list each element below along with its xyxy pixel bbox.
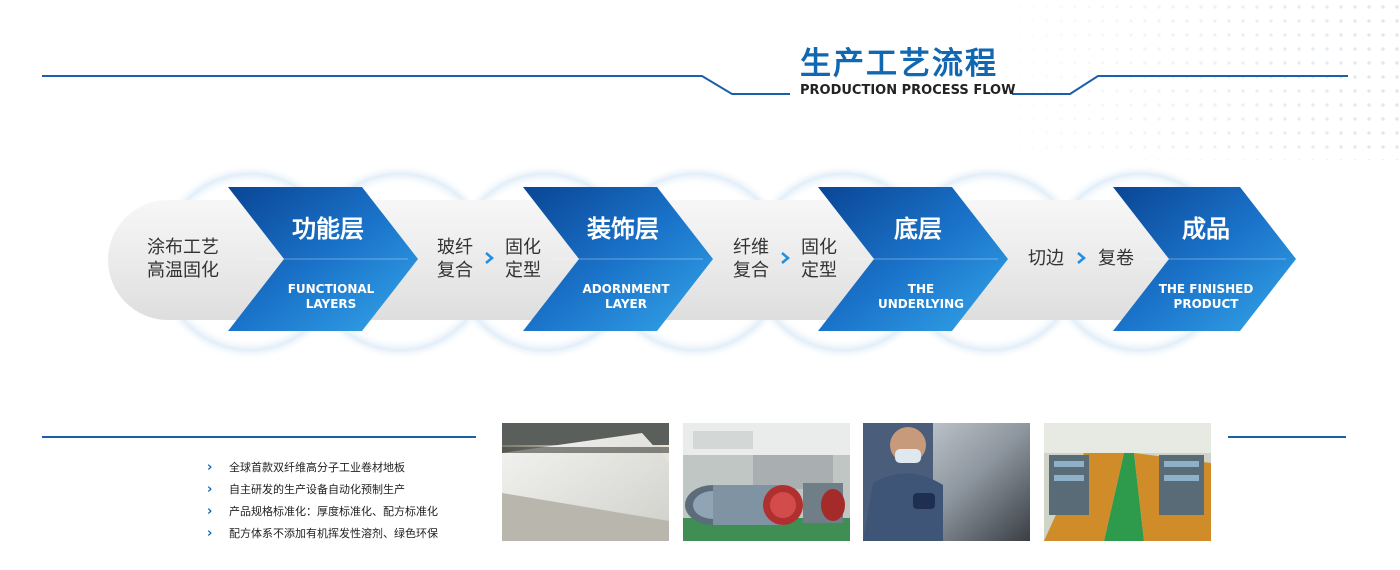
feature-list: ›全球首款双纤维高分子工业卷材地板 ›自主研发的生产设备自动化预制生产 ›产品规… (207, 460, 438, 548)
step-title: 装饰层 (587, 215, 659, 243)
arrow-finished-product (1113, 187, 1296, 331)
page-subtitle: PRODUCTION PROCESS FLOW (800, 83, 1016, 98)
chevron-right-icon (781, 252, 790, 264)
photo-warehouse-rolls (1044, 423, 1211, 541)
step-subtitle: THE UNDERLYING (877, 282, 964, 311)
gap-label: 切边 (1028, 248, 1064, 269)
photo-worker-inspection (863, 423, 1030, 541)
chevron-right-icon (485, 252, 494, 264)
list-item: ›全球首款双纤维高分子工业卷材地板 (207, 460, 405, 475)
header-rule-right (1012, 75, 1348, 95)
photo-fabric-roll (502, 423, 669, 541)
step-subtitle: FUNCTIONAL LAYERS (287, 282, 375, 311)
step-title: 功能层 (292, 215, 364, 243)
gap-label: 纤维 复合 (733, 237, 769, 281)
start-process-label: 涂布工艺 高温固化 (147, 237, 219, 281)
gap-label: 玻纤 复合 (437, 237, 473, 281)
photo-factory-rollers (683, 423, 850, 541)
chevron-right-icon: › (207, 482, 213, 497)
arrow-functional-layers (228, 187, 418, 331)
step-subtitle: ADORNMENT LAYER (582, 282, 670, 311)
arrow-adornment-layer (523, 187, 713, 331)
list-item: ›自主研发的生产设备自动化预制生产 (207, 482, 405, 497)
list-item: ›产品规格标准化：厚度标准化、配方标准化 (207, 504, 438, 519)
chevron-right-icon (1077, 252, 1086, 264)
chevron-right-icon: › (207, 504, 213, 519)
gap-label: 复卷 (1098, 248, 1134, 269)
gap-label: 固化 定型 (505, 237, 541, 281)
header-rule-left (42, 75, 790, 95)
arrow-underlying (818, 187, 1008, 331)
dot-pattern (970, 0, 1400, 160)
page-title: 生产工艺流程 (800, 46, 998, 82)
chevron-right-icon: › (207, 460, 213, 475)
step-title: 底层 (894, 215, 942, 243)
step-title: 成品 (1182, 215, 1230, 243)
gap-label: 固化 定型 (801, 237, 837, 281)
chevron-right-icon: › (207, 526, 213, 541)
step-subtitle: THE FINISHED PRODUCT (1158, 282, 1254, 311)
list-item: ›配方体系不添加有机挥发性溶剂、绿色环保 (207, 526, 438, 541)
